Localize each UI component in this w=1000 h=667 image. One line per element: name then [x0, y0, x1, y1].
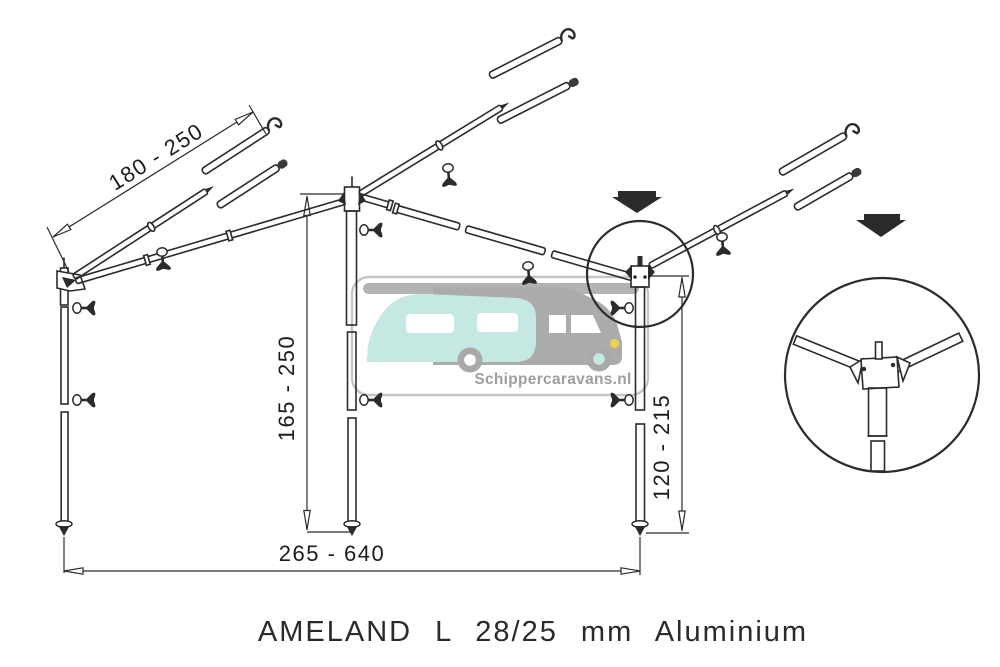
wing-bolt-icon [439, 162, 458, 188]
side-rafter-length-label: 180 - 250 [104, 118, 208, 196]
pole-hook-end [841, 120, 862, 140]
caravan-window [406, 314, 454, 333]
watermark-text: Schippercaravans.nl [474, 371, 631, 388]
pole-cap-end [276, 157, 289, 171]
center-detached-pole-segments [488, 25, 581, 124]
wing-bolt-icon [72, 391, 97, 409]
right-detached-pole-segments [778, 120, 863, 211]
middle-roof-bar [359, 193, 638, 286]
left-pole-foot [55, 520, 73, 537]
right-side-rafter [648, 188, 795, 269]
down-arrow-icon [856, 214, 906, 237]
dimension-frame-width: 265 - 640 [63, 537, 641, 575]
corner-pole-height-label: 120 - 215 [649, 394, 674, 500]
right-pole-foot [631, 520, 649, 537]
detail-view-circle [783, 276, 981, 474]
van-wheel-hub [593, 353, 605, 365]
center-side-rafter [358, 102, 510, 197]
dimension-corner-pole-height: 120 - 215 [646, 275, 689, 534]
caravan-wheel-hub [464, 354, 476, 366]
diagram-title: AMELAND L 28/25 mm Aluminium [258, 616, 808, 648]
center-ridge-pole [338, 176, 384, 537]
left-corner-pole [55, 257, 97, 537]
wing-bolt-icon [359, 221, 384, 239]
pole-hook-end [263, 114, 284, 135]
left-side-rafter [72, 186, 215, 280]
ridge-bracket [343, 186, 361, 212]
corner-joint-detail [792, 332, 964, 472]
van-window [571, 315, 601, 333]
pole-cap-end [850, 166, 863, 179]
frame-width-label: 265 - 640 [279, 541, 385, 566]
center-pole-height-label: 165 - 250 [274, 335, 299, 441]
detail-corner-bracket [860, 356, 900, 390]
left-detached-pole-segments [201, 114, 289, 209]
detail-callout-circle [585, 219, 695, 329]
wing-bolt-icon [713, 231, 732, 257]
pole-hook-end [556, 25, 578, 45]
wing-bolt-icon [72, 299, 97, 317]
down-arrow-icon [612, 191, 662, 213]
detail-spigot-pin [874, 341, 883, 360]
van-blinker [609, 338, 620, 349]
right-corner-pole [609, 256, 655, 537]
caravan-window-2 [477, 313, 518, 332]
dimension-side-rafter-length: 180 - 250 [46, 104, 267, 273]
dimension-center-pole-height: 165 - 250 [274, 193, 350, 533]
center-pole-foot [343, 520, 361, 537]
watermark-panel: Schippercaravans.nl [350, 275, 650, 397]
van-window-2 [549, 315, 566, 333]
